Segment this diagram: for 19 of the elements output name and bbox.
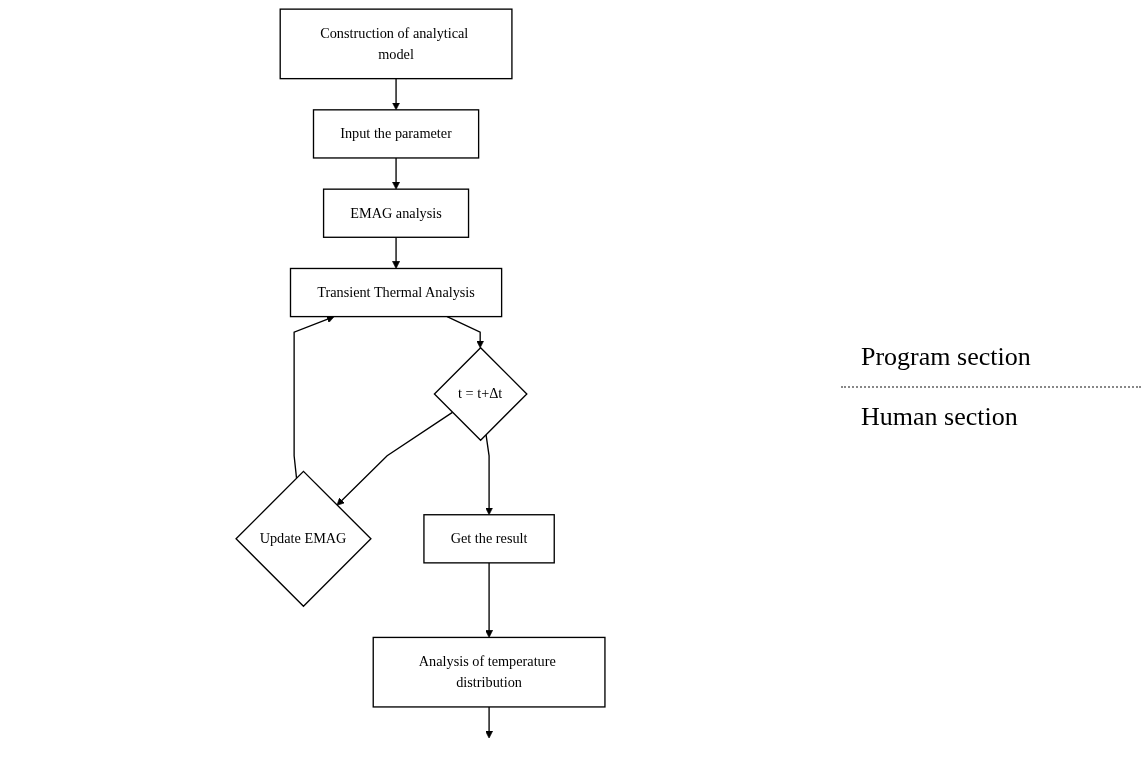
arrow bbox=[485, 433, 493, 516]
node-box: Transient Thermal Analysis bbox=[289, 267, 503, 318]
arrow bbox=[336, 411, 454, 506]
node-box: EMAG analysis bbox=[322, 188, 470, 238]
section-label: Human section bbox=[860, 401, 1019, 433]
arrow bbox=[392, 77, 400, 111]
node-box: Get the result bbox=[423, 514, 555, 564]
arrow bbox=[485, 706, 493, 739]
node-box: Input the parameter bbox=[312, 109, 480, 159]
node-box: Analysis of temperature distribution bbox=[372, 636, 606, 708]
arrow bbox=[446, 315, 485, 349]
arrow bbox=[485, 562, 493, 638]
arrow bbox=[293, 315, 335, 479]
arrow bbox=[392, 157, 400, 190]
arrow bbox=[392, 236, 400, 269]
node-diamond: t = t+Δt bbox=[433, 346, 528, 442]
node-diamond: Update EMAG bbox=[235, 470, 372, 608]
section-label: Program section bbox=[860, 341, 1032, 373]
node-box: Construction of analytical model bbox=[279, 8, 513, 80]
